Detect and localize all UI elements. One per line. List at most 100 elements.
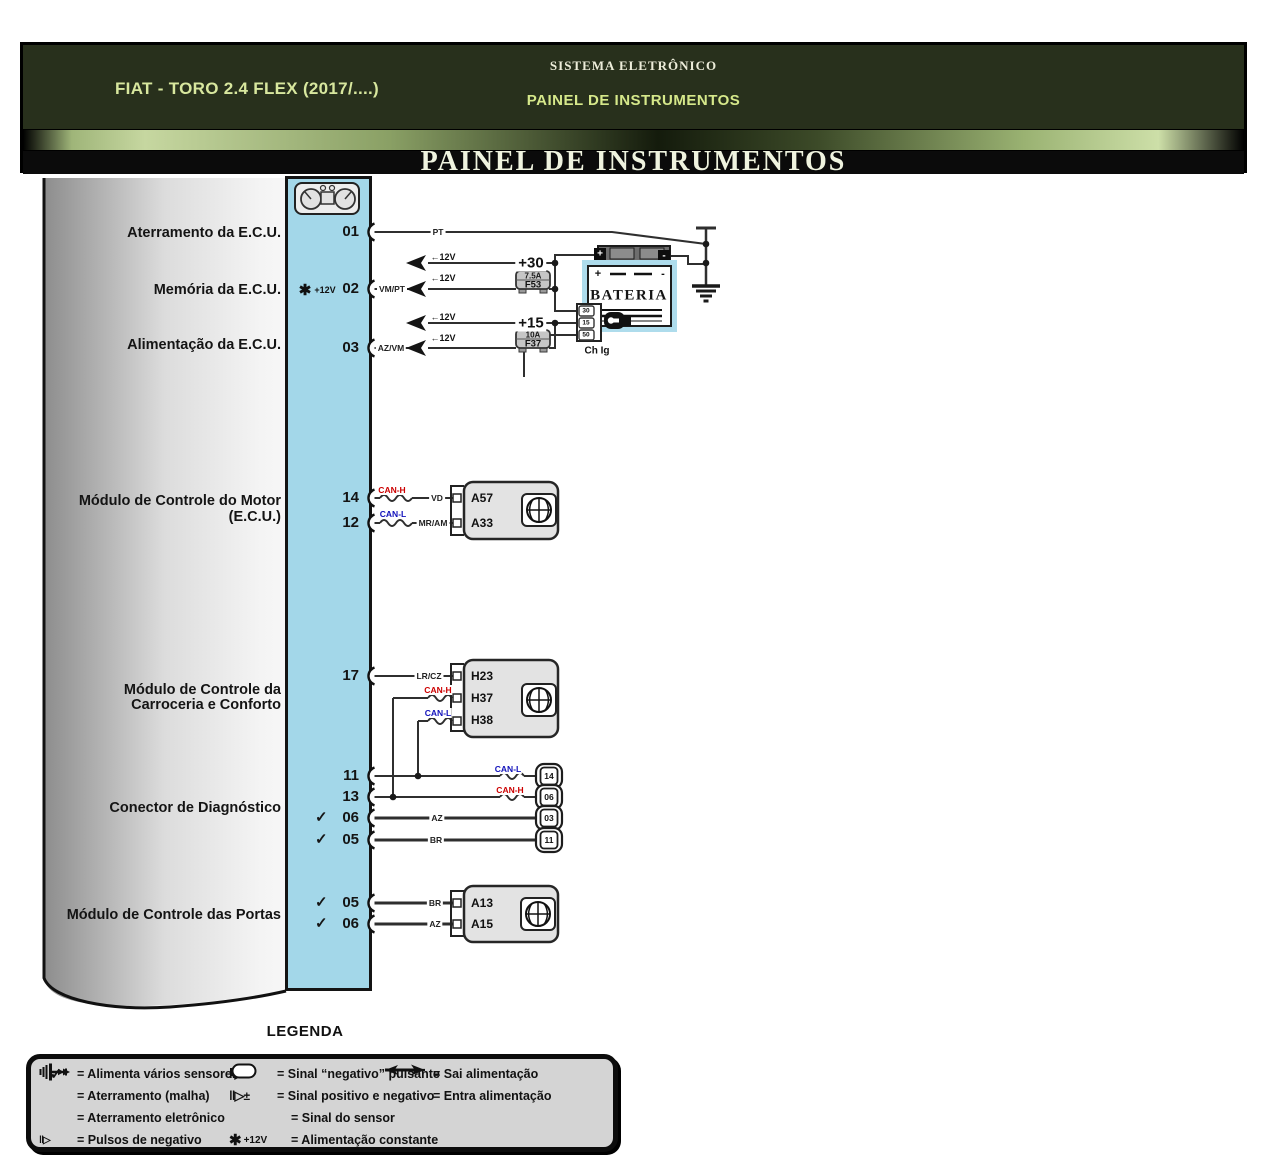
can-h-label: CAN-H [423,685,453,695]
doors-pin-a15: A15 [470,917,494,931]
label-engine-module-2: (E.C.U.) [228,509,281,525]
label-diagnostic: Conector de Diagnóstico [109,800,281,816]
legend-column-1: ✓ = Alimenta vários sensores = Aterramen… [39,1063,239,1151]
check-icon: ✓ [315,915,328,932]
ignition-switch [576,303,631,342]
label-body-module: Módulo de Controle da [123,682,281,698]
bcm-globe-icon [521,683,557,717]
arrow-left-icon [406,255,426,271]
check-icon: ✓ [315,809,328,826]
battery-label: BATERIA [590,287,668,304]
pin-06: 06 [342,809,359,826]
star-icon: ✱ [298,282,312,299]
header-title-bar: PAINEL DE INSTRUMENTOS [23,148,1244,176]
wire-battery-negative [670,255,704,265]
header: FIAT - TORO 2.4 FLEX (2017/....) SISTEMA… [20,42,1247,176]
label-doors-module: Módulo de Controle das Portas [66,907,281,923]
legend-item: = Sinal do sensor [229,1063,440,1129]
wire-canh-bcm [392,697,428,797]
legend-item: ✱+12V = Alimentação constante [229,1132,439,1149]
arrow-left-icon [406,340,426,356]
power-out-arrows [406,255,426,356]
arrow-left-icon [406,281,426,297]
wire-color-pt: PT [430,227,446,237]
bcm-connector [450,658,560,739]
legend-column-3: = Sai alimentação = Entra alimentação [383,1063,551,1107]
fuse-f37-rating: 10A [525,330,541,340]
pin-06-doors: 06 [342,915,359,932]
12v-out-label: ←12V [430,333,456,343]
header-gradient-band [23,129,1244,151]
diag-pin-11: 11 [544,835,554,845]
pin-05-doors: 05 [342,894,359,911]
battery-plus-terminal [594,248,606,260]
pin-13: 13 [342,788,359,805]
fuse-f37-name: F37 [524,338,542,350]
constant-power-icon: ✱+12V [229,1132,268,1149]
battery-minus-mark: - [662,250,666,262]
wire-plus30 [428,254,594,312]
bcm-pin-h23: H23 [470,669,494,683]
doors-globe-icon [520,897,556,931]
check-icon: ✓ [315,831,328,848]
wire-color-lrcz: LR/CZ [414,671,444,681]
ignition-terminal-50: 50 [582,331,590,339]
pin-11: 11 [343,767,359,784]
can-h-label: CAN-H [495,785,525,795]
wire-color-azvm: AZ/VM [375,343,407,353]
ecm-pin-a33: A33 [470,516,494,530]
battery-minus-terminal [658,250,670,262]
twist-canh-ecm [379,494,413,502]
label-ecu-power: Alimentação da E.C.U. [127,337,281,353]
pin-12: 12 [342,514,359,531]
wire-color-br: BR [427,835,445,845]
ground-symbol [692,284,720,303]
fuse-f53-rating: 7.5A [524,271,542,281]
label-ecu-ground: Aterramento da E.C.U. [127,225,281,241]
wire-color-vd: VD [429,493,445,503]
wire-canl-bcm [417,720,428,776]
label-engine-module: Módulo de Controle do Motor [78,493,281,509]
diag-pin-06: 06 [544,792,554,802]
legend-item: = Entra alimentação [383,1064,551,1107]
junction-dots [389,240,710,801]
legend-item: ‖▷ = Pulsos de negativo [39,1063,239,1151]
instrument-cluster-icon [294,182,360,215]
constant-12v-label: +12V [314,285,336,295]
legend-item: = Aterramento (malha) [39,1063,239,1107]
pin-17: 17 [342,667,359,684]
wire-color-vmpt: VM/PT [377,284,407,294]
pin-05: 05 [342,831,359,848]
diag-pin-03: 03 [544,813,554,823]
twist-canh-bcm [427,694,453,702]
positive-negative-icon: ‖▷± [229,1088,251,1103]
system-label: SISTEMA ELETRÔNICO [549,58,718,73]
plus30-label: +30 [515,254,547,272]
pin-02: 02 [342,280,359,297]
ignition-terminal-15: 15 [582,319,590,327]
ecm-globe-icon [521,493,557,527]
legend-item: = Aterramento eletrônico [39,1063,239,1129]
pin-03: 03 [342,339,359,356]
vehicle-title: FIAT - TORO 2.4 FLEX (2017/....) [115,79,380,98]
legend-box: ✓ = Alimenta vários sensores = Aterramen… [26,1054,618,1152]
bcm-pin-h37: H37 [470,691,494,705]
side-panel [42,178,287,1010]
legend-item: ‖▷± = Sinal positivo e negativo [229,1088,435,1103]
label-body-module-2: Carroceria e Conforto [131,697,281,713]
12v-out-label: ←12V [430,252,456,262]
wire-pt [368,231,707,245]
legend-title: LEGENDA [266,1023,344,1040]
wire-color-br: BR [426,898,444,908]
wire-color-mram: MR/AM [416,518,450,528]
battery-inner-plus: + [594,268,602,280]
can-l-label: CAN-L [378,509,408,519]
label-ecu-memory: Memória da E.C.U. [153,282,281,298]
12v-out-label: ←12V [430,273,456,283]
battery-plus-mark: + [597,248,603,260]
ignition-terminal-30: 30 [582,307,590,315]
arrow-left-icon [406,315,426,331]
twist-canl-ecm [379,519,413,527]
